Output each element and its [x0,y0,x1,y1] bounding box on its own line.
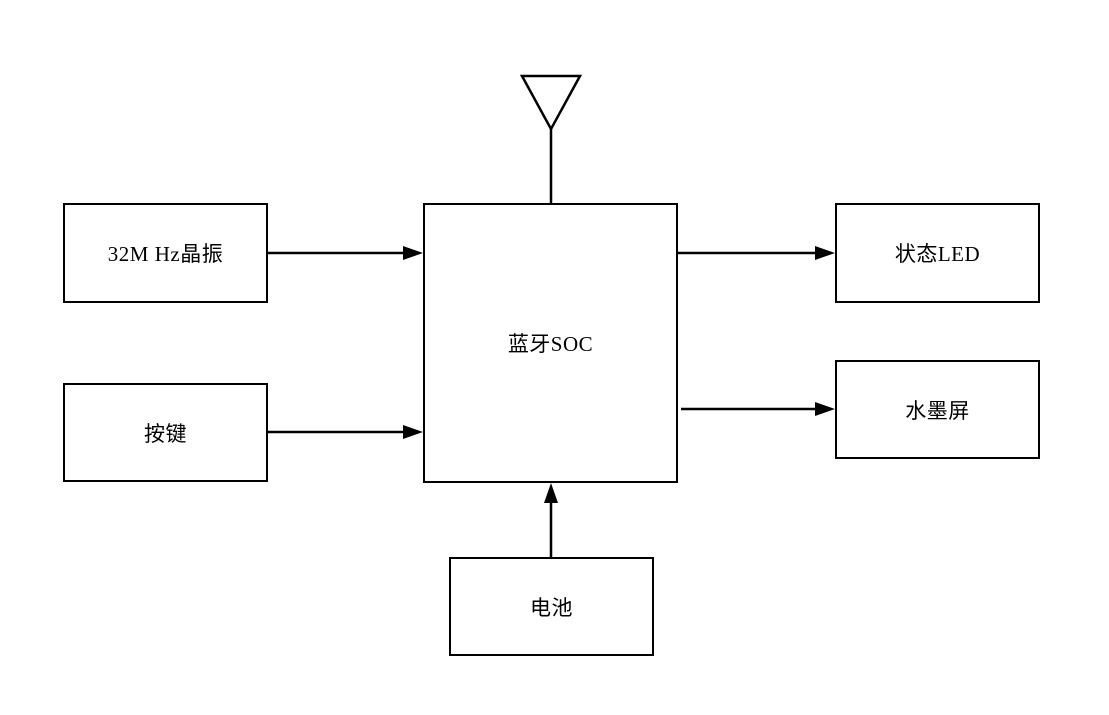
node-status-led: 状态LED [835,203,1040,303]
node-crystal-label: 32M Hz晶振 [107,242,224,266]
node-crystal: 32M Hz晶振 [63,203,268,303]
node-battery: 电池 [449,557,654,656]
node-battery-label: 电池 [530,595,573,620]
antenna-icon [519,74,583,132]
node-soc-label: 蓝牙SOC [507,332,594,356]
arrowhead-soc-to-status-led [815,246,835,260]
node-soc: 蓝牙SOC [423,203,678,483]
arrowhead-battery-to-soc [544,483,558,503]
node-keys-label: 按键 [144,421,187,446]
arrowhead-keys-to-soc [403,425,423,439]
arrowhead-crystal-to-soc [403,246,423,260]
node-keys: 按键 [63,383,268,482]
node-eink-label: 水墨屏 [905,398,970,423]
node-status-led-label: 状态LED [894,242,981,266]
node-eink: 水墨屏 [835,360,1040,459]
arrowhead-soc-to-eink [815,402,835,416]
